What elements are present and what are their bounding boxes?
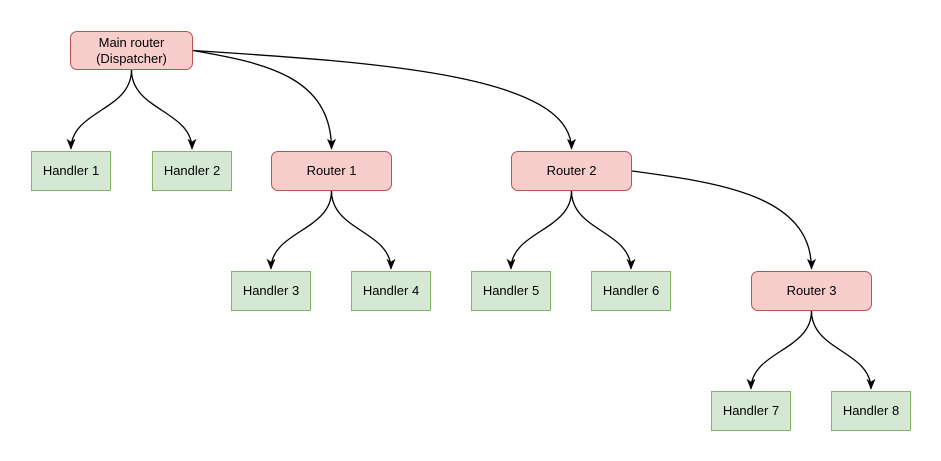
edge-router-3-to-handler-8 xyxy=(810,310,876,390)
node-router-3: Router 3 xyxy=(751,271,872,311)
edge-main-router-to-router-1 xyxy=(192,49,336,150)
node-main-router: Main router (Dispatcher) xyxy=(70,31,193,70)
edge-router-2-to-handler-5 xyxy=(506,190,573,270)
edge-router-1-to-handler-3 xyxy=(266,190,333,270)
edge-router-1-to-handler-4 xyxy=(330,190,396,270)
edge-router-2-to-handler-6 xyxy=(570,190,636,270)
edge-main-router-to-handler-1 xyxy=(66,69,133,150)
node-router-1: Router 1 xyxy=(271,151,392,191)
node-handler-5: Handler 5 xyxy=(471,271,551,311)
node-handler-1: Handler 1 xyxy=(31,151,111,191)
edge-router-2-to-router-3 xyxy=(631,170,816,270)
node-handler-7: Handler 7 xyxy=(711,391,791,431)
node-router-2: Router 2 xyxy=(511,151,632,191)
edge-main-router-to-router-2 xyxy=(192,49,576,150)
node-handler-8: Handler 8 xyxy=(831,391,911,431)
edge-router-3-to-handler-7 xyxy=(746,310,813,390)
node-handler-2: Handler 2 xyxy=(152,151,232,191)
node-handler-3: Handler 3 xyxy=(231,271,311,311)
edge-group xyxy=(66,49,876,390)
node-handler-4: Handler 4 xyxy=(351,271,431,311)
node-handler-6: Handler 6 xyxy=(591,271,671,311)
edge-main-router-to-handler-2 xyxy=(130,69,197,150)
